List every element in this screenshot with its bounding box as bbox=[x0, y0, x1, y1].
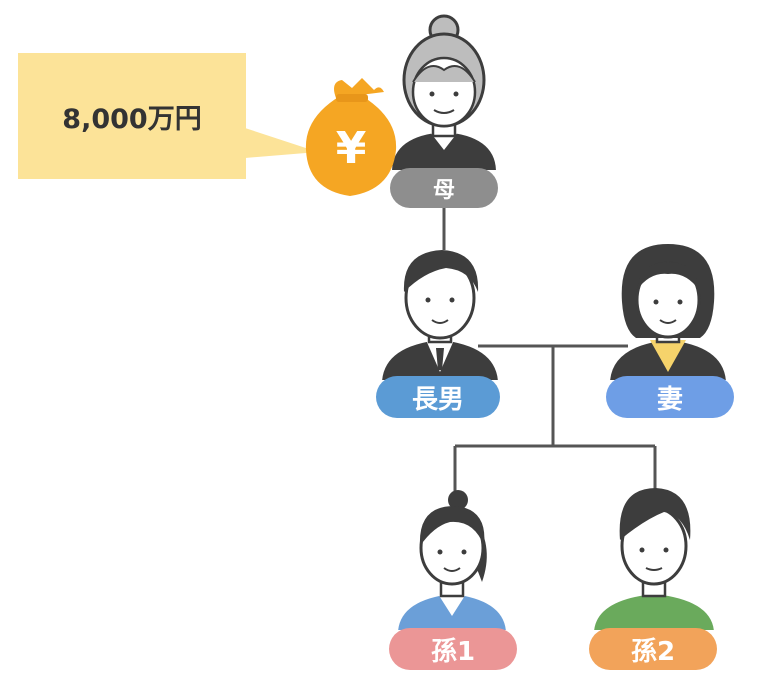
woman-avatar bbox=[610, 244, 726, 380]
girl-avatar bbox=[398, 490, 506, 630]
man-avatar bbox=[382, 250, 498, 380]
money-bag-icon bbox=[305, 78, 397, 196]
eldest-son-label-pill bbox=[376, 376, 500, 418]
elderly-woman-avatar bbox=[392, 14, 496, 170]
grandchild1-label: 孫1 bbox=[430, 636, 476, 667]
connector-lines bbox=[442, 208, 657, 492]
yen-icon: ¥ bbox=[336, 123, 367, 174]
wife-label: 妻 bbox=[656, 384, 683, 415]
inheritance-callout-box bbox=[18, 53, 318, 179]
inheritance-amount: 8,000万円 bbox=[62, 103, 202, 135]
eldest-son-label: 長男 bbox=[411, 384, 464, 415]
boy-avatar bbox=[594, 488, 714, 630]
mother-label-pill bbox=[390, 168, 498, 208]
grandchild2-label-pill bbox=[589, 628, 717, 670]
mother-label: 母 bbox=[432, 178, 455, 203]
wife-label-pill bbox=[606, 376, 734, 418]
grandchild2-label: 孫2 bbox=[630, 636, 676, 667]
grandchild1-label-pill bbox=[389, 628, 517, 670]
